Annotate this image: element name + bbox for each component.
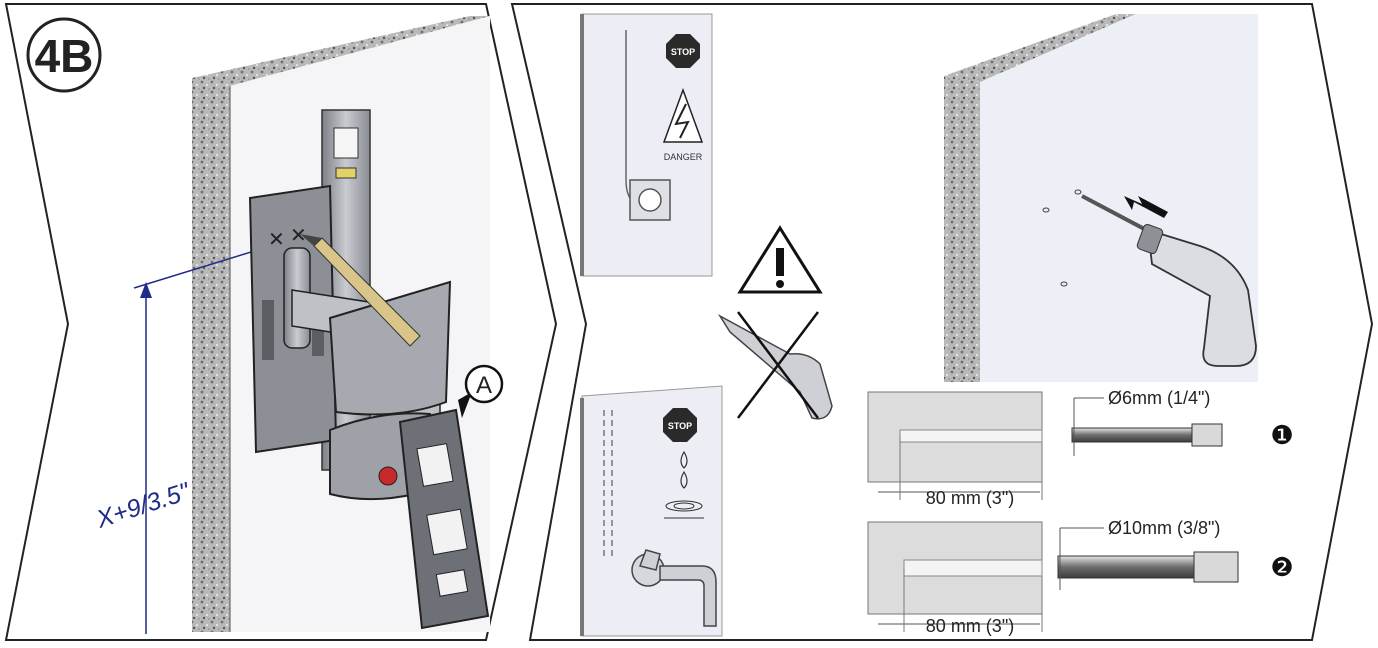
stop-sign-label: STOP [668, 421, 692, 431]
level-bubble [335, 167, 357, 179]
level-window [333, 127, 359, 159]
prohibited-tool [717, 311, 833, 420]
danger-label: DANGER [664, 152, 703, 162]
high-voltage-icon [662, 87, 704, 143]
wall-socket-icon [638, 188, 662, 212]
callout-a-pointer [458, 392, 472, 418]
tv-bracket-window [435, 569, 469, 597]
wall-top-edge [944, 14, 1136, 82]
height-dimension-arrow [140, 282, 152, 298]
pencil-body [313, 237, 421, 347]
water-ripple-icon [665, 500, 703, 512]
water-drop-icon [680, 470, 688, 489]
drill-hole-mark [1074, 189, 1082, 195]
tv-bracket-window [426, 508, 468, 556]
pencil-mark-icon: ✕ [290, 225, 307, 247]
wall-face [980, 14, 1258, 382]
caution-exclamation-icon [776, 248, 784, 276]
callout-a-badge [464, 364, 504, 404]
step-badge: 4B [26, 17, 102, 93]
callout-a-label: A [476, 372, 492, 399]
lightning-bolt-icon [674, 103, 690, 139]
wall-textured-edge [192, 78, 230, 632]
option-2-bullet: ❷ [1270, 553, 1293, 583]
drill-bit-shank [1193, 551, 1239, 583]
drill-option-2: 80 mm (3") Ø10mm (3/8") ❷ [867, 518, 1294, 636]
tap-handle-icon [639, 549, 661, 571]
water-pipe-warning: STOP [580, 385, 723, 637]
pencil-tip [300, 234, 322, 246]
stop-sign-icon [663, 408, 697, 442]
pilot-hole [899, 429, 1043, 443]
tv-bracket [398, 408, 490, 630]
drill-hole-mark [1042, 207, 1050, 213]
arm-cover-shell [328, 280, 452, 416]
depth-label: 80 mm (3") [926, 616, 1014, 636]
diameter-label: Ø10mm (3/8") [1108, 518, 1220, 538]
wall-textured-edge [944, 76, 980, 382]
callout-a: A [458, 364, 504, 418]
pencil-mark-icon: ✕ [268, 229, 285, 251]
caution-exclamation-icon [776, 280, 784, 288]
drill-chuck [1136, 223, 1164, 255]
right-panel: STOP DANGER STOP [510, 3, 1374, 641]
wall-plate-slot [262, 300, 274, 360]
drill-bit-6mm [1071, 427, 1193, 443]
drill-bit-10mm [1057, 555, 1195, 579]
pencil [300, 234, 421, 347]
drilling-scene [944, 14, 1258, 382]
caution-warning [737, 225, 823, 294]
drill-option-1: 80 mm (3") Ø6mm (1/4") ❶ [867, 388, 1294, 508]
wall-top-edge [192, 16, 490, 86]
anchor-hole [903, 559, 1043, 577]
stop-sign-label: STOP [671, 47, 695, 57]
left-panel: 4B X+9/3.5" ✕ ✕ [4, 3, 558, 641]
tap-spout-icon [659, 565, 717, 627]
depth-label: 80 mm (3") [926, 488, 1014, 508]
drill-hole-mark [1060, 281, 1068, 287]
water-drop-icon [680, 450, 688, 469]
option-1-bullet: ❶ [1270, 421, 1293, 451]
power-drill-icon [1146, 228, 1257, 367]
diameter-label: Ø6mm (1/4") [1108, 388, 1210, 408]
tv-bracket-window [416, 443, 454, 487]
drill-bit-shank [1191, 423, 1223, 447]
warning-wall-panel [581, 385, 723, 637]
step-badge-label: 4B [35, 30, 94, 82]
prohibited-cross-icon [737, 311, 819, 419]
drill-direction-arrow [1124, 196, 1168, 218]
red-indicator [378, 466, 398, 486]
electrical-warning: STOP DANGER [580, 13, 713, 277]
water-ripple-icon [673, 502, 695, 510]
drill-bit [1081, 194, 1151, 234]
stop-sign-icon [666, 34, 700, 68]
